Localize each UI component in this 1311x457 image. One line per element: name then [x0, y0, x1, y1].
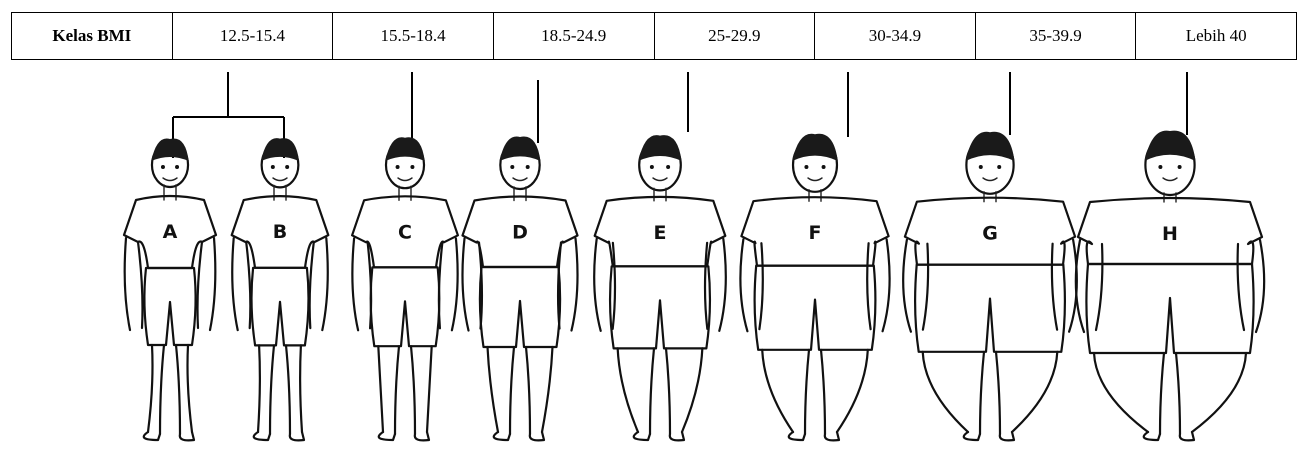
figure-e: E	[594, 135, 726, 440]
figure-h: H	[1076, 131, 1264, 441]
range-connectors	[173, 72, 1187, 158]
figure-label: E	[654, 222, 667, 244]
figure-label: F	[809, 222, 822, 244]
figure-label: D	[512, 222, 528, 244]
figure-b: B	[232, 138, 329, 440]
figure-d: D	[462, 137, 577, 441]
figure-label: C	[398, 221, 412, 243]
figure-a: A	[124, 138, 216, 440]
figure-label: B	[273, 221, 287, 243]
figure-g: G	[903, 132, 1077, 441]
figure-f: F	[740, 134, 889, 441]
figure-label: G	[982, 223, 998, 245]
figure-c: C	[352, 137, 458, 440]
figure-label: A	[163, 221, 178, 243]
body-figures: A B C D E F G H	[124, 131, 1264, 441]
figure-label: H	[1162, 223, 1178, 245]
